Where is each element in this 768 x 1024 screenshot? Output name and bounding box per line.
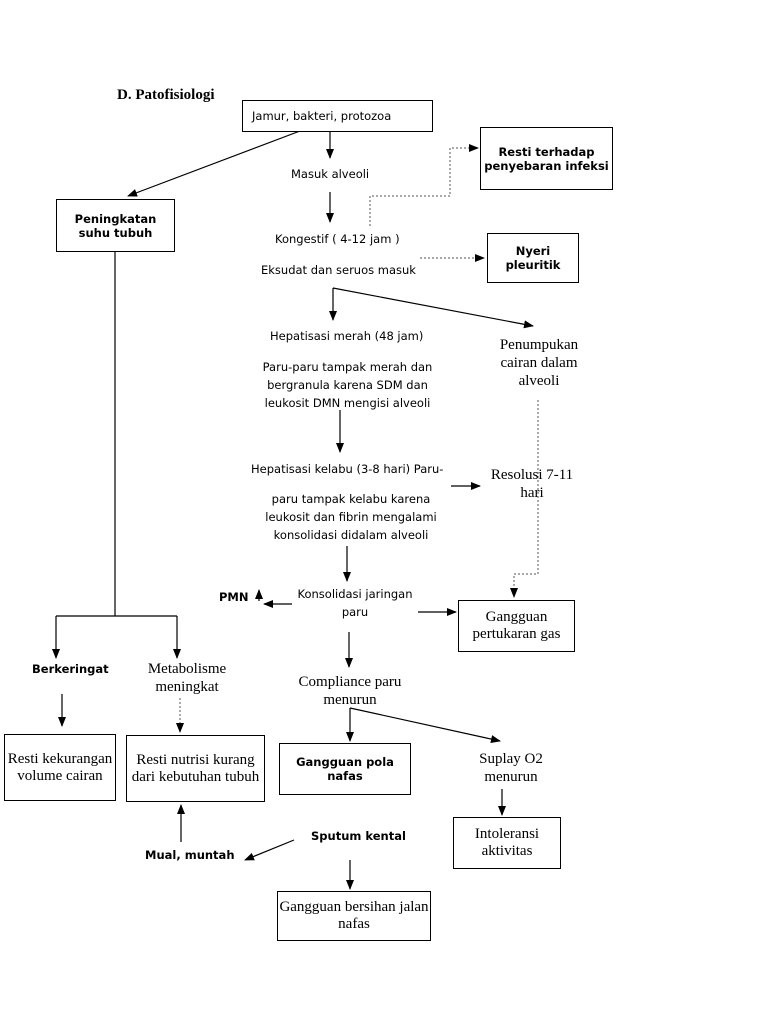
hepatisasi-kelabu-label: Hepatisasi kelabu (3-8 hari) Paru- xyxy=(251,462,444,476)
dotted-kongestif-infeksi xyxy=(369,144,479,226)
berkeringat-label: Berkeringat xyxy=(32,662,109,676)
compliance-label: Compliance paru menurun xyxy=(298,674,402,708)
resti-nutrisi-label: Resti nutrisi kurang dari kebutuhan tubu… xyxy=(131,751,260,785)
arrow-eksudat-penumpukan xyxy=(332,287,534,329)
arrow-cause-suhu xyxy=(127,130,301,197)
arrow-compliance-suplay xyxy=(349,707,501,743)
resolusi-label: Resolusi 7-11 hari xyxy=(490,467,574,501)
page-title: D. Patofisiologi xyxy=(117,87,215,103)
suplay-o2-label: Suplay O2 menurun xyxy=(479,751,543,785)
eksudat-label: Eksudat dan seruos masuk xyxy=(261,263,416,277)
hepatisasi-merah-label: Hepatisasi merah (48 jam) xyxy=(270,329,424,343)
dotted-penumpukan-gas xyxy=(510,400,539,598)
metabolisme-label: Metabolisme meningkat xyxy=(147,661,227,695)
peningkatan-suhu-label: Peningkatan suhu tubuh xyxy=(74,211,157,240)
gangguan-gas-box: Gangguan pertukaran gas xyxy=(458,600,575,652)
konsolidasi-label: Konsolidasi jaringan paru xyxy=(297,587,413,619)
resti-cairan-box: Resti kekurangan volume cairan xyxy=(4,734,116,801)
gangguan-bersihan-box: Gangguan bersihan jalan nafas xyxy=(277,891,431,941)
resti-cairan-label: Resti kekurangan volume cairan xyxy=(7,750,113,784)
kongestif-label: Kongestif ( 4-12 jam ) xyxy=(275,232,400,246)
hepatisasi-merah-desc: Paru-paru tampak merah dan bergranula ka… xyxy=(262,360,433,410)
gangguan-gas-label: Gangguan pertukaran gas xyxy=(472,609,561,642)
resti-infeksi-box: Resti terhadap penyebaran infeksi xyxy=(480,127,613,190)
masuk-alveoli-label: Masuk alveoli xyxy=(291,167,370,181)
pmn-label: PMN xyxy=(219,590,249,604)
penumpukan-label: Penumpukan cairan dalam alveoli xyxy=(499,337,579,389)
gangguan-bersihan-label: Gangguan bersihan jalan nafas xyxy=(279,899,429,932)
mual-muntah-label: Mual, muntah xyxy=(145,848,235,862)
peningkatan-suhu-box: Peningkatan suhu tubuh xyxy=(56,199,175,252)
sputum-label: Sputum kental xyxy=(311,829,406,843)
cause-box: Jamur, bakteri, protozoa xyxy=(242,100,433,132)
intoleransi-label: Intoleransi aktivitas xyxy=(474,826,540,859)
intoleransi-box: Intoleransi aktivitas xyxy=(453,817,561,869)
nyeri-pleuritik-box: Nyeri pleuritik xyxy=(487,233,579,283)
resti-infeksi-label: Resti terhadap penyebaran infeksi xyxy=(484,144,609,173)
cause-label: Jamur, bakteri, protozoa xyxy=(252,109,392,123)
resti-nutrisi-box: Resti nutrisi kurang dari kebutuhan tubu… xyxy=(126,735,265,802)
gangguan-pola-box: Gangguan pola nafas xyxy=(279,743,411,795)
gangguan-pola-label: Gangguan pola nafas xyxy=(296,755,394,783)
nyeri-pleuritik-label: Nyeri pleuritik xyxy=(505,244,561,272)
arrow-sputum-mual xyxy=(244,839,295,861)
hepatisasi-kelabu-desc: paru tampak kelabu karena leukosit dan f… xyxy=(265,492,437,542)
